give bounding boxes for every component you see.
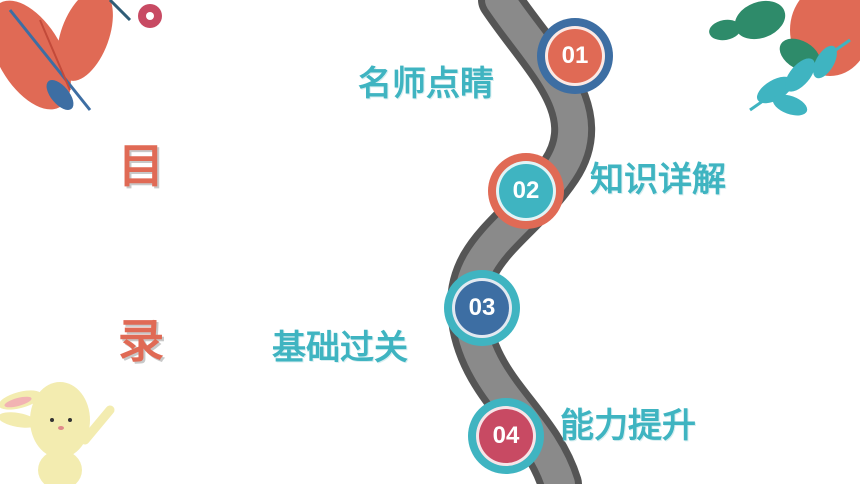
toc-item-2-number: 02 xyxy=(496,161,556,221)
toc-item-4-label[interactable]: 能力提升 xyxy=(560,406,696,446)
toc-item-1-label[interactable]: 名师点睛 xyxy=(358,64,494,104)
leaf-cluster-top-left xyxy=(0,0,162,111)
toc-item-2-label[interactable]: 知识详解 xyxy=(590,160,726,200)
toc-item-2-badge[interactable]: 02 xyxy=(488,153,564,229)
toc-item-1-number: 01 xyxy=(545,26,605,86)
toc-title-char-2: 录 xyxy=(118,314,164,368)
toc-item-3-number: 03 xyxy=(452,278,512,338)
bunny-illustration xyxy=(0,382,115,484)
toc-item-4-badge[interactable]: 04 xyxy=(468,398,544,474)
toc-item-3-badge[interactable]: 03 xyxy=(444,270,520,346)
toc-item-4-number: 04 xyxy=(476,406,536,466)
toc-item-3-label[interactable]: 基础过关 xyxy=(272,328,408,368)
toc-item-1-badge[interactable]: 01 xyxy=(537,18,613,94)
leaf-cluster-top-right xyxy=(709,0,860,116)
toc-title-char-1: 目 xyxy=(118,139,164,193)
